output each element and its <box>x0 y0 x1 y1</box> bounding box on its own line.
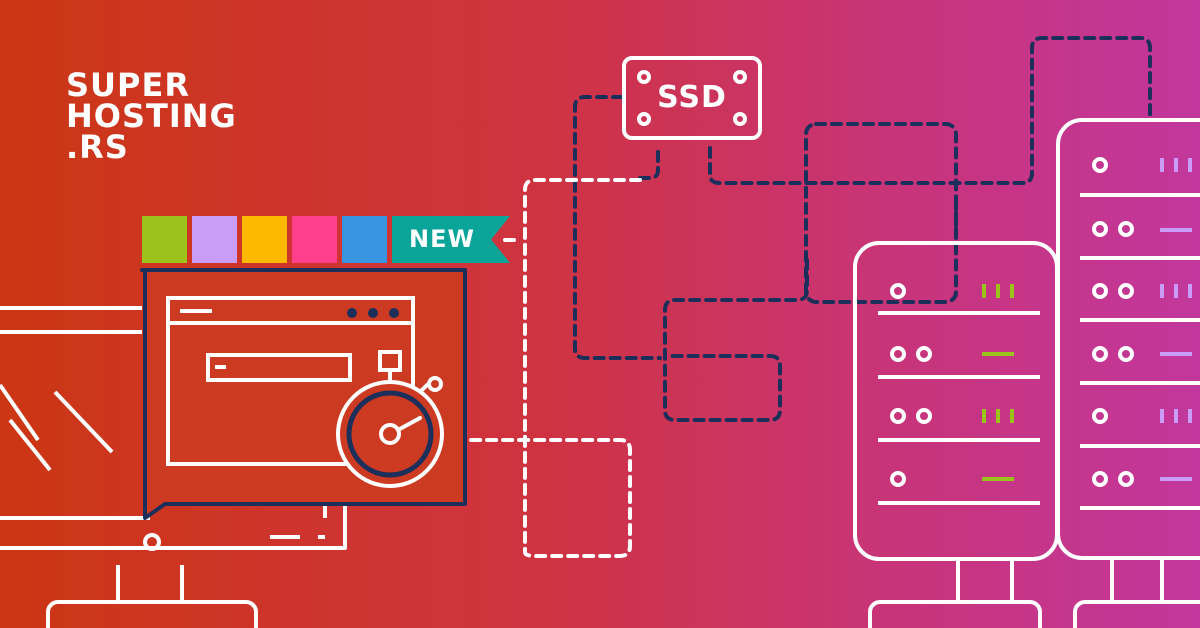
superhosting-logo[interactable]: SUPER HOSTING .RS <box>66 66 237 166</box>
new-badge: NEW <box>392 216 510 263</box>
server-rack-right <box>1056 118 1200 628</box>
logo-line-2: HOSTING <box>66 97 237 135</box>
ssd-label: SSD <box>657 80 727 115</box>
swatch-yellow <box>242 216 287 263</box>
swatch-green <box>142 216 187 263</box>
color-swatches <box>142 216 387 263</box>
swatch-blue <box>342 216 387 263</box>
swatch-lavender <box>192 216 237 263</box>
white-dashed-connectors <box>466 178 642 558</box>
ssd-drive-icon <box>622 56 762 140</box>
browser-dots-icon <box>347 308 399 318</box>
monitor-outline <box>0 306 465 628</box>
stopwatch-icon <box>336 350 444 488</box>
server-right-indicators <box>1160 158 1192 481</box>
server-rack-left <box>853 241 1059 628</box>
server-left-indicators <box>982 284 1014 481</box>
logo-line-1: SUPER <box>66 66 190 104</box>
swatch-pink <box>292 216 337 263</box>
logo-line-3: .RS <box>66 128 129 166</box>
navy-dashed-connectors <box>573 36 1152 422</box>
browser-window-icon <box>166 296 415 466</box>
monitor-power-icon <box>143 533 161 551</box>
new-badge-label: NEW <box>409 225 475 253</box>
